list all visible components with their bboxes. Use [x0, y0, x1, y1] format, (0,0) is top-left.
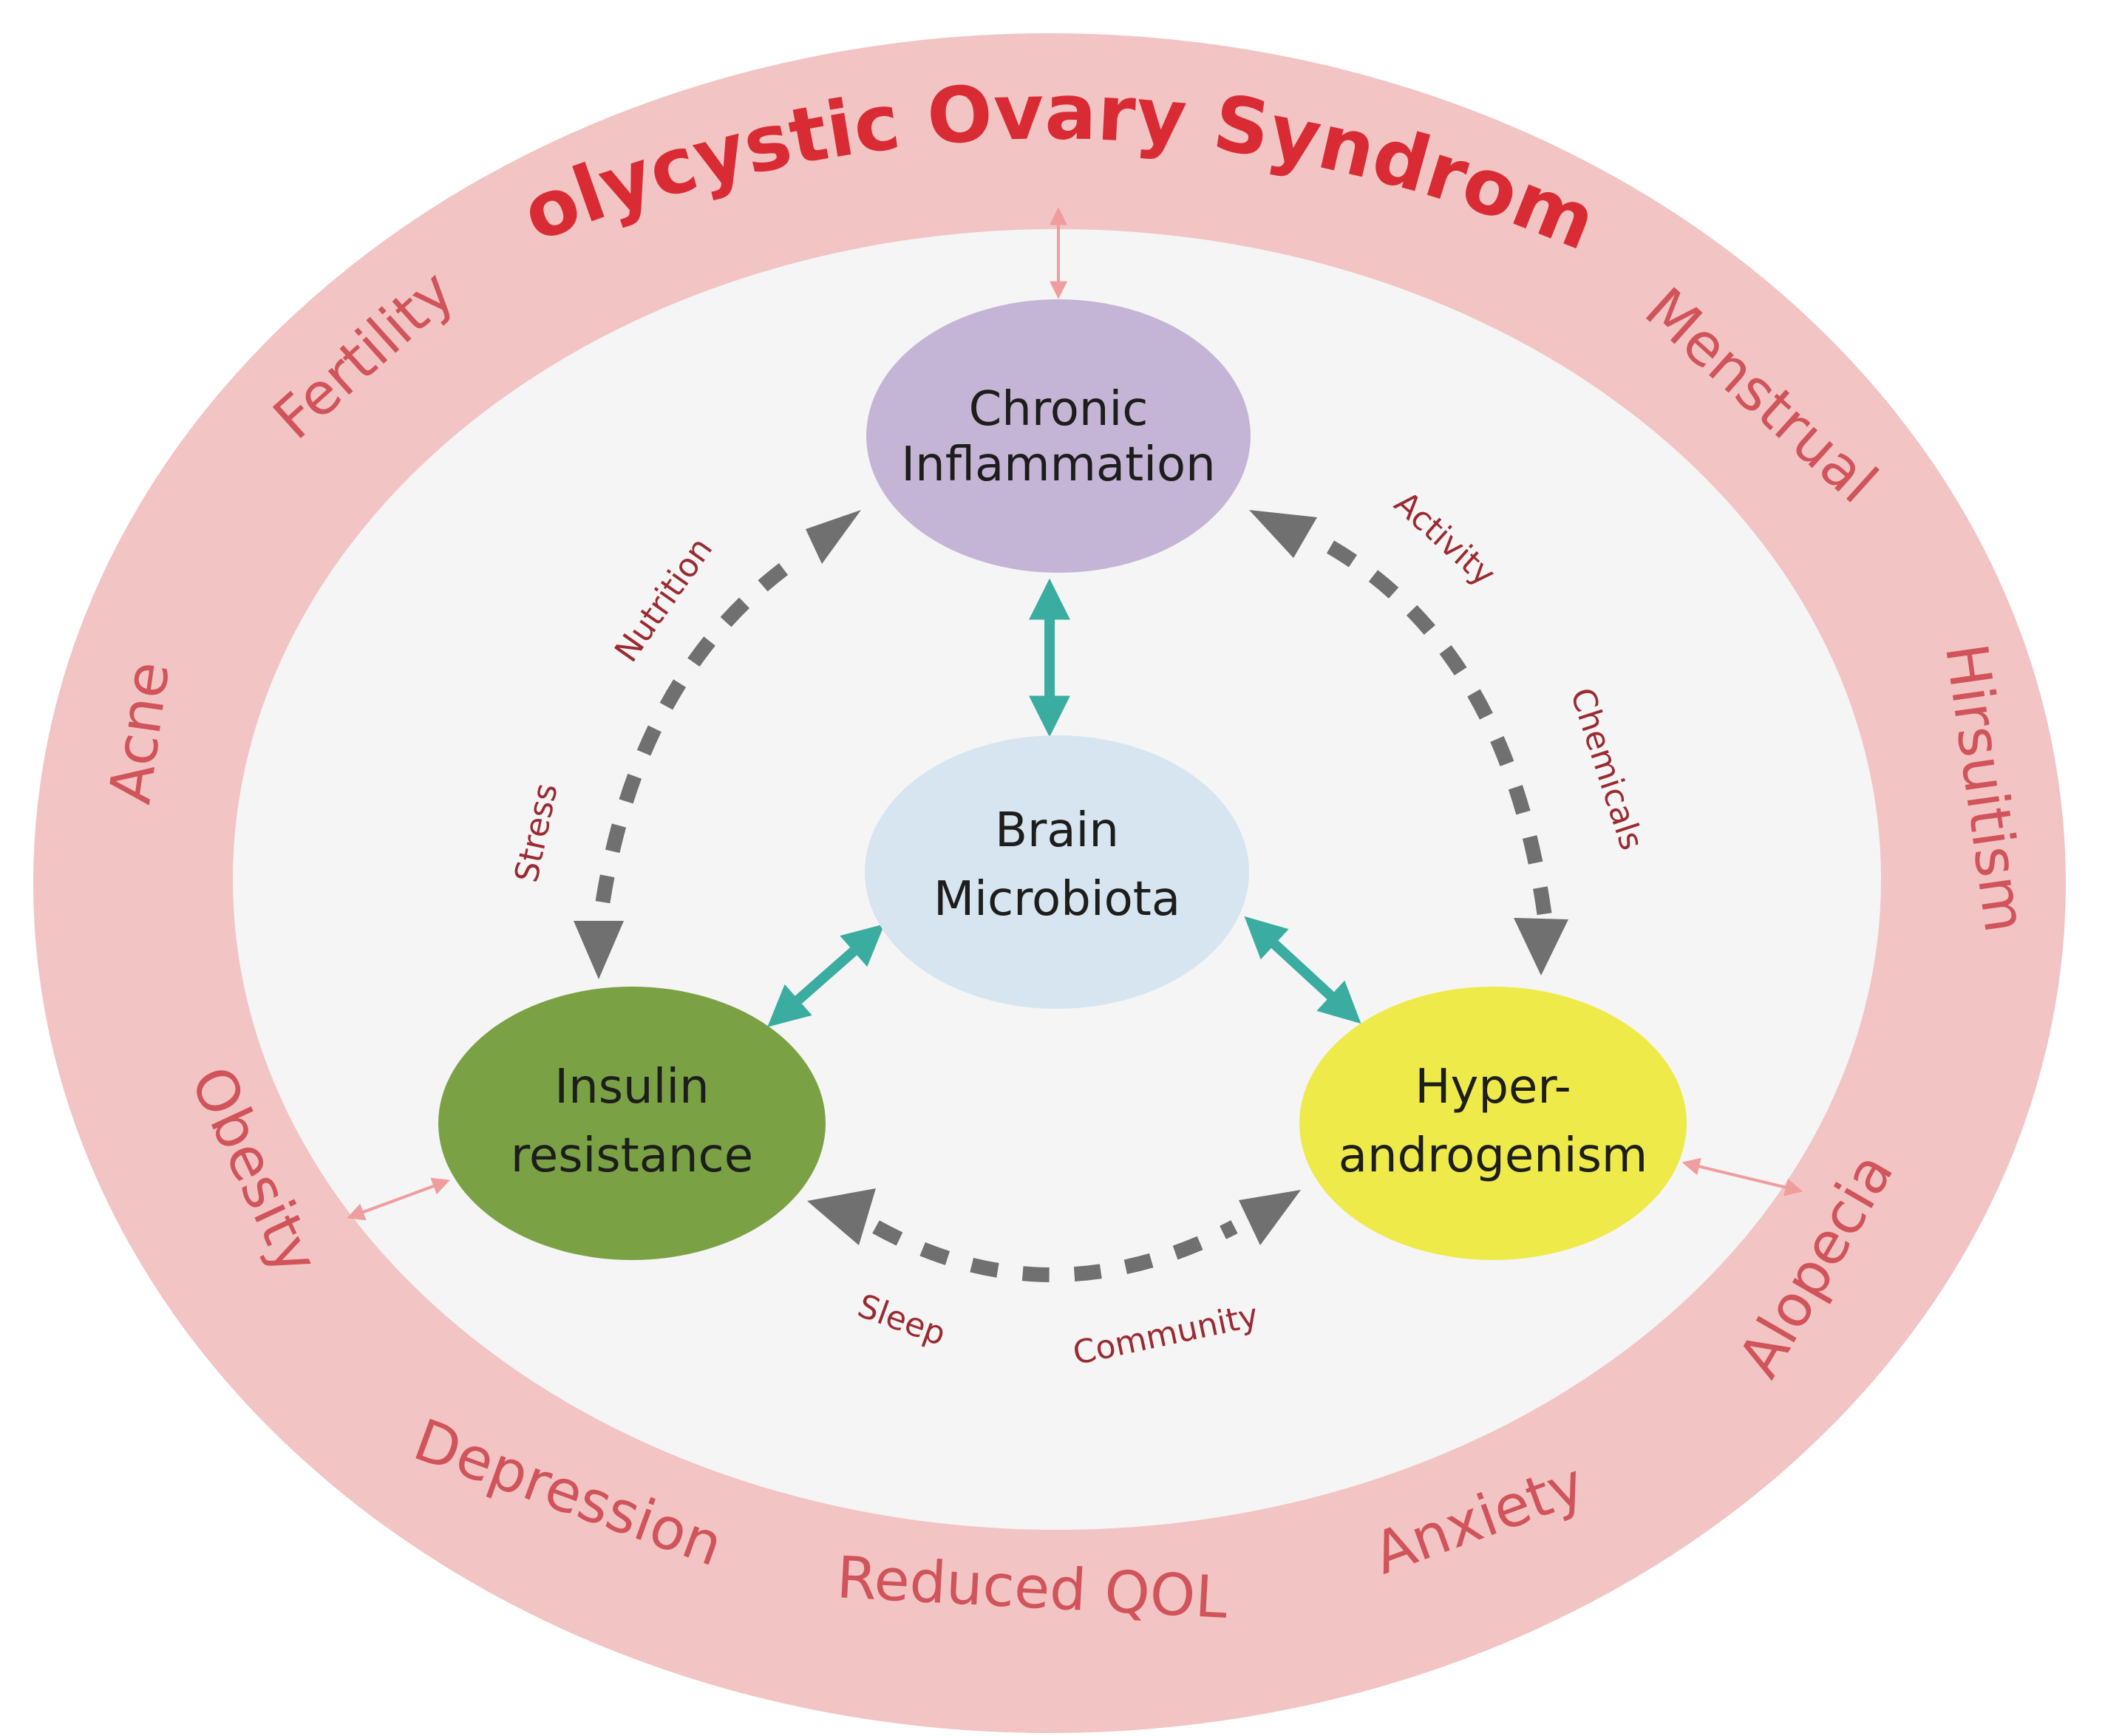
- node-chronic-inflammation: Chronic Inflammation: [866, 299, 1251, 573]
- node-chronic-inflammation-shape: [866, 299, 1251, 573]
- node-insulin-resistance-shape: [438, 987, 826, 1260]
- dashed-arc-bottom: [872, 1220, 1238, 1282]
- ring-link-left: [346, 1177, 451, 1221]
- node-hyperandrogenism-shape: [1299, 987, 1687, 1260]
- arrowhead-left-top: [806, 510, 861, 564]
- teal-arrow-right: [1244, 916, 1361, 1024]
- node-brain-microbiota-line2: Microbiota: [934, 872, 1180, 927]
- node-brain-microbiota: Brain Microbiota: [865, 735, 1249, 1009]
- node-brain-microbiota-shape: [865, 735, 1249, 1009]
- node-hyperandrogenism: Hyper- androgenism: [1299, 987, 1687, 1260]
- arrowhead-right-top: [1249, 510, 1317, 558]
- arrowhead-right-bottom: [1514, 918, 1568, 976]
- node-insulin-resistance-line2: resistance: [511, 1129, 753, 1183]
- node-hyperandrogenism-line2: androgenism: [1339, 1129, 1648, 1183]
- node-insulin-resistance-line1: Insulin: [554, 1060, 709, 1114]
- teal-arrow-left: [767, 924, 885, 1027]
- node-chronic-inflammation-line1: Chronic: [969, 382, 1149, 437]
- dashed-arc-right: [1326, 540, 1552, 918]
- node-chronic-inflammation-line2: Inflammation: [901, 438, 1215, 492]
- ring-link-right: [1681, 1157, 1803, 1197]
- arrowhead-bottom-left: [807, 1188, 876, 1245]
- node-hyperandrogenism-line1: Hyper-: [1415, 1060, 1571, 1114]
- arrowhead-left-bottom: [574, 921, 624, 979]
- arrowhead-bottom-right: [1239, 1190, 1301, 1245]
- node-insulin-resistance: Insulin resistance: [438, 987, 826, 1260]
- dashed-arc-left: [591, 563, 789, 933]
- node-brain-microbiota-line1: Brain: [995, 803, 1119, 858]
